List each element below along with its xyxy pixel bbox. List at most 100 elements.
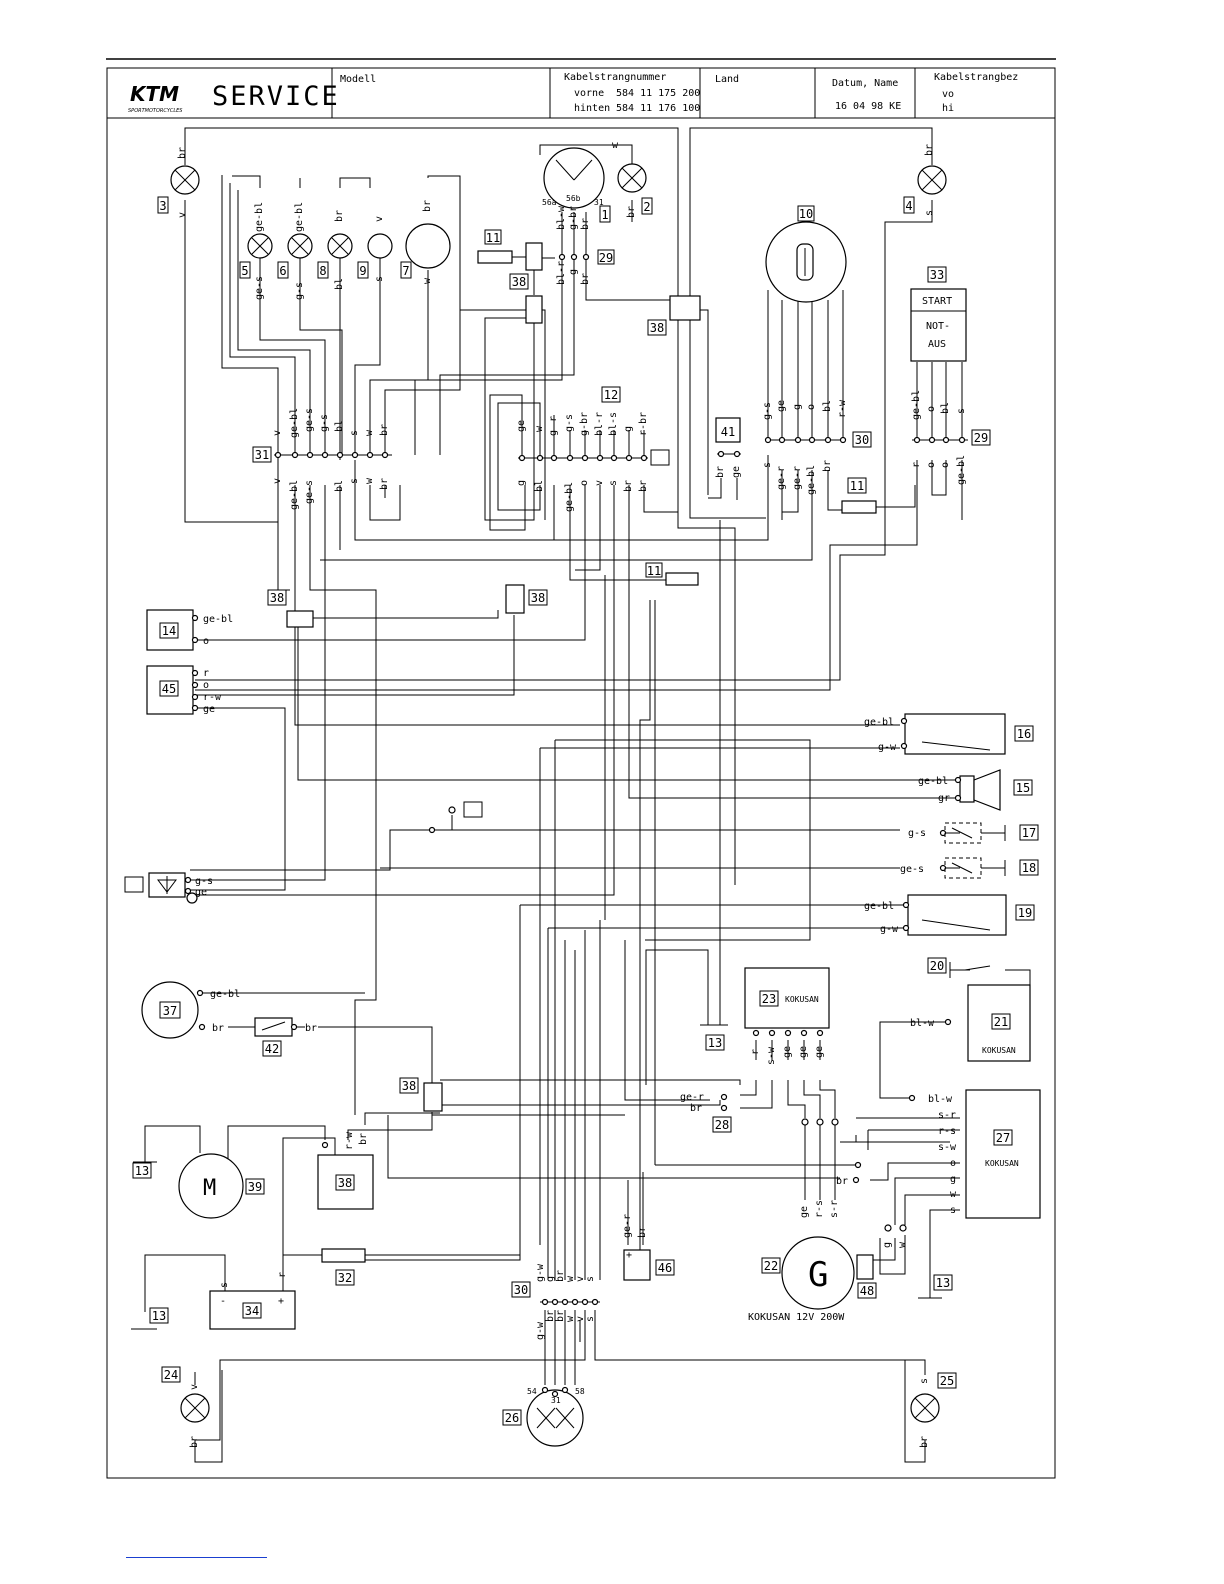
svg-text:br: br <box>580 218 591 230</box>
svg-text:bl-w: bl-w <box>910 1018 935 1029</box>
svg-text:gr: gr <box>938 793 950 804</box>
taillight-26: 54 31 58 26 <box>502 1386 585 1447</box>
svg-text:18: 18 <box>1022 861 1036 875</box>
svg-text:g-s: g-s <box>564 414 575 432</box>
svg-text:br: br <box>305 1023 317 1034</box>
footer-link-underline[interactable] <box>126 1557 267 1558</box>
svg-text:+: + <box>626 1250 632 1261</box>
svg-text:w: w <box>422 277 433 284</box>
svg-text:584 11 175 200: 584 11 175 200 <box>616 88 700 99</box>
svg-text:s: s <box>349 430 360 436</box>
svg-text:13: 13 <box>135 1164 149 1178</box>
svg-text:v: v <box>575 1316 586 1322</box>
svg-text:br: br <box>638 480 649 492</box>
svg-text:br: br <box>177 147 188 159</box>
terminal-49 <box>428 801 483 834</box>
svg-text:bl-w: bl-w <box>556 205 567 230</box>
connector-30-upper: 30 s ge-r ge-r ge-bl br <box>762 431 872 495</box>
svg-text:33: 33 <box>930 268 944 282</box>
svg-text:br: br <box>836 1176 848 1187</box>
lamp-3: 3 br v <box>157 147 200 218</box>
svg-text:45: 45 <box>162 682 176 696</box>
svg-text:g: g <box>548 430 559 436</box>
svg-text:START: START <box>922 296 952 307</box>
switch-41: br 42 <box>254 1017 317 1057</box>
svg-text:v: v <box>594 480 605 486</box>
connector-39-c <box>669 295 701 321</box>
svg-text:Modell: Modell <box>340 74 376 85</box>
svg-text:13: 13 <box>152 1309 166 1323</box>
svg-text:r-w: r-w <box>344 1131 355 1150</box>
svg-text:hi: hi <box>942 103 954 114</box>
svg-text:bl: bl <box>534 480 545 492</box>
svg-text:w: w <box>364 429 375 436</box>
switch-18: ge-s 18 <box>900 857 1039 879</box>
svg-text:38: 38 <box>650 321 664 335</box>
svg-text:NOT-: NOT- <box>926 321 950 332</box>
svg-text:1: 1 <box>601 208 608 222</box>
fuse-11-right: 11 <box>841 477 877 514</box>
ktm-logo: KTM SPORTMOTORCYCLES <box>128 82 183 114</box>
svg-text:bl-s: bl-s <box>608 412 619 436</box>
fuse-11-middle: 11 <box>645 562 699 586</box>
svg-text:12: 12 <box>604 388 618 402</box>
kokusan-27: 27 KOKUSAN bl-w s-r r-s s-w o g w s br <box>836 1089 1041 1219</box>
svg-text:38: 38 <box>531 591 545 605</box>
lamp-8: 8 br bl <box>317 210 353 290</box>
svg-text:g: g <box>950 1174 956 1185</box>
svg-text:ge-bl: ge-bl <box>294 202 305 232</box>
svg-text:br: br <box>690 1103 702 1114</box>
svg-text:26: 26 <box>505 1411 519 1425</box>
connector-30-lower: 30 g-w g br w v s g-w br br w v s <box>511 1263 600 1340</box>
svg-text:17: 17 <box>1022 826 1036 840</box>
diode-48: g-s ge <box>124 872 213 904</box>
svg-text:s: s <box>608 480 619 486</box>
svg-text:s-r: s-r <box>938 1110 956 1121</box>
svg-text:v: v <box>189 1384 200 1390</box>
svg-text:br: br <box>545 1310 556 1322</box>
svg-text:s: s <box>374 276 385 282</box>
svg-text:58: 58 <box>575 1387 585 1396</box>
svg-text:o: o <box>203 680 209 691</box>
svg-text:bl-w: bl-w <box>928 1094 953 1105</box>
lamp-2: 2 w br <box>612 140 653 218</box>
svg-text:KOKUSAN: KOKUSAN <box>785 995 819 1004</box>
svg-text:25: 25 <box>940 1374 954 1388</box>
svg-text:s: s <box>585 1276 596 1282</box>
svg-text:g-br: g-br <box>579 412 590 436</box>
svg-text:o: o <box>579 480 590 486</box>
svg-text:s: s <box>956 408 967 414</box>
svg-text:46: 46 <box>658 1261 672 1275</box>
svg-text:19: 19 <box>1018 906 1032 920</box>
diagram-frame <box>106 67 1056 1479</box>
svg-text:g-w: g-w <box>535 1321 546 1340</box>
svg-text:g-s: g-s <box>195 876 213 887</box>
svg-text:ge: ge <box>195 887 207 898</box>
svg-text:13: 13 <box>708 1036 722 1050</box>
kokusan-23: 23 KOKUSAN r s-w ge ge ge <box>744 967 830 1065</box>
svg-text:br: br <box>580 273 591 285</box>
svg-text:r: r <box>548 416 559 422</box>
headlamp-1: 56a 56b 31 1 bl-w g-br br bl-r g br <box>542 147 611 285</box>
ground-13-b: 13 <box>918 1274 953 1299</box>
svg-text:g: g <box>516 480 527 486</box>
svg-text:vo: vo <box>942 89 954 100</box>
svg-text:vorne: vorne <box>574 88 604 99</box>
svg-text:br: br <box>379 478 390 490</box>
svg-text:ge-bl: ge-bl <box>864 901 894 912</box>
svg-text:15: 15 <box>1016 781 1030 795</box>
svg-text:r-br: r-br <box>638 412 649 436</box>
svg-text:31: 31 <box>594 198 604 207</box>
svg-text:20: 20 <box>930 959 944 973</box>
svg-text:bl: bl <box>334 420 345 432</box>
gauge-7: 7 br w <box>400 200 451 284</box>
connector-46: 48 g w <box>856 1224 908 1299</box>
svg-text:8: 8 <box>319 264 326 278</box>
svg-text:s: s <box>762 462 773 468</box>
start-kill-switch-33: 33 START NOT- AUS ge-bl o bl s r o o ge-… <box>910 266 967 485</box>
terminal-20: 20 <box>927 957 991 978</box>
sensor-36: 37 ge-bl br <box>141 981 240 1039</box>
svg-text:ge-s: ge-s <box>900 864 924 875</box>
svg-text:ge-s: ge-s <box>304 408 315 432</box>
